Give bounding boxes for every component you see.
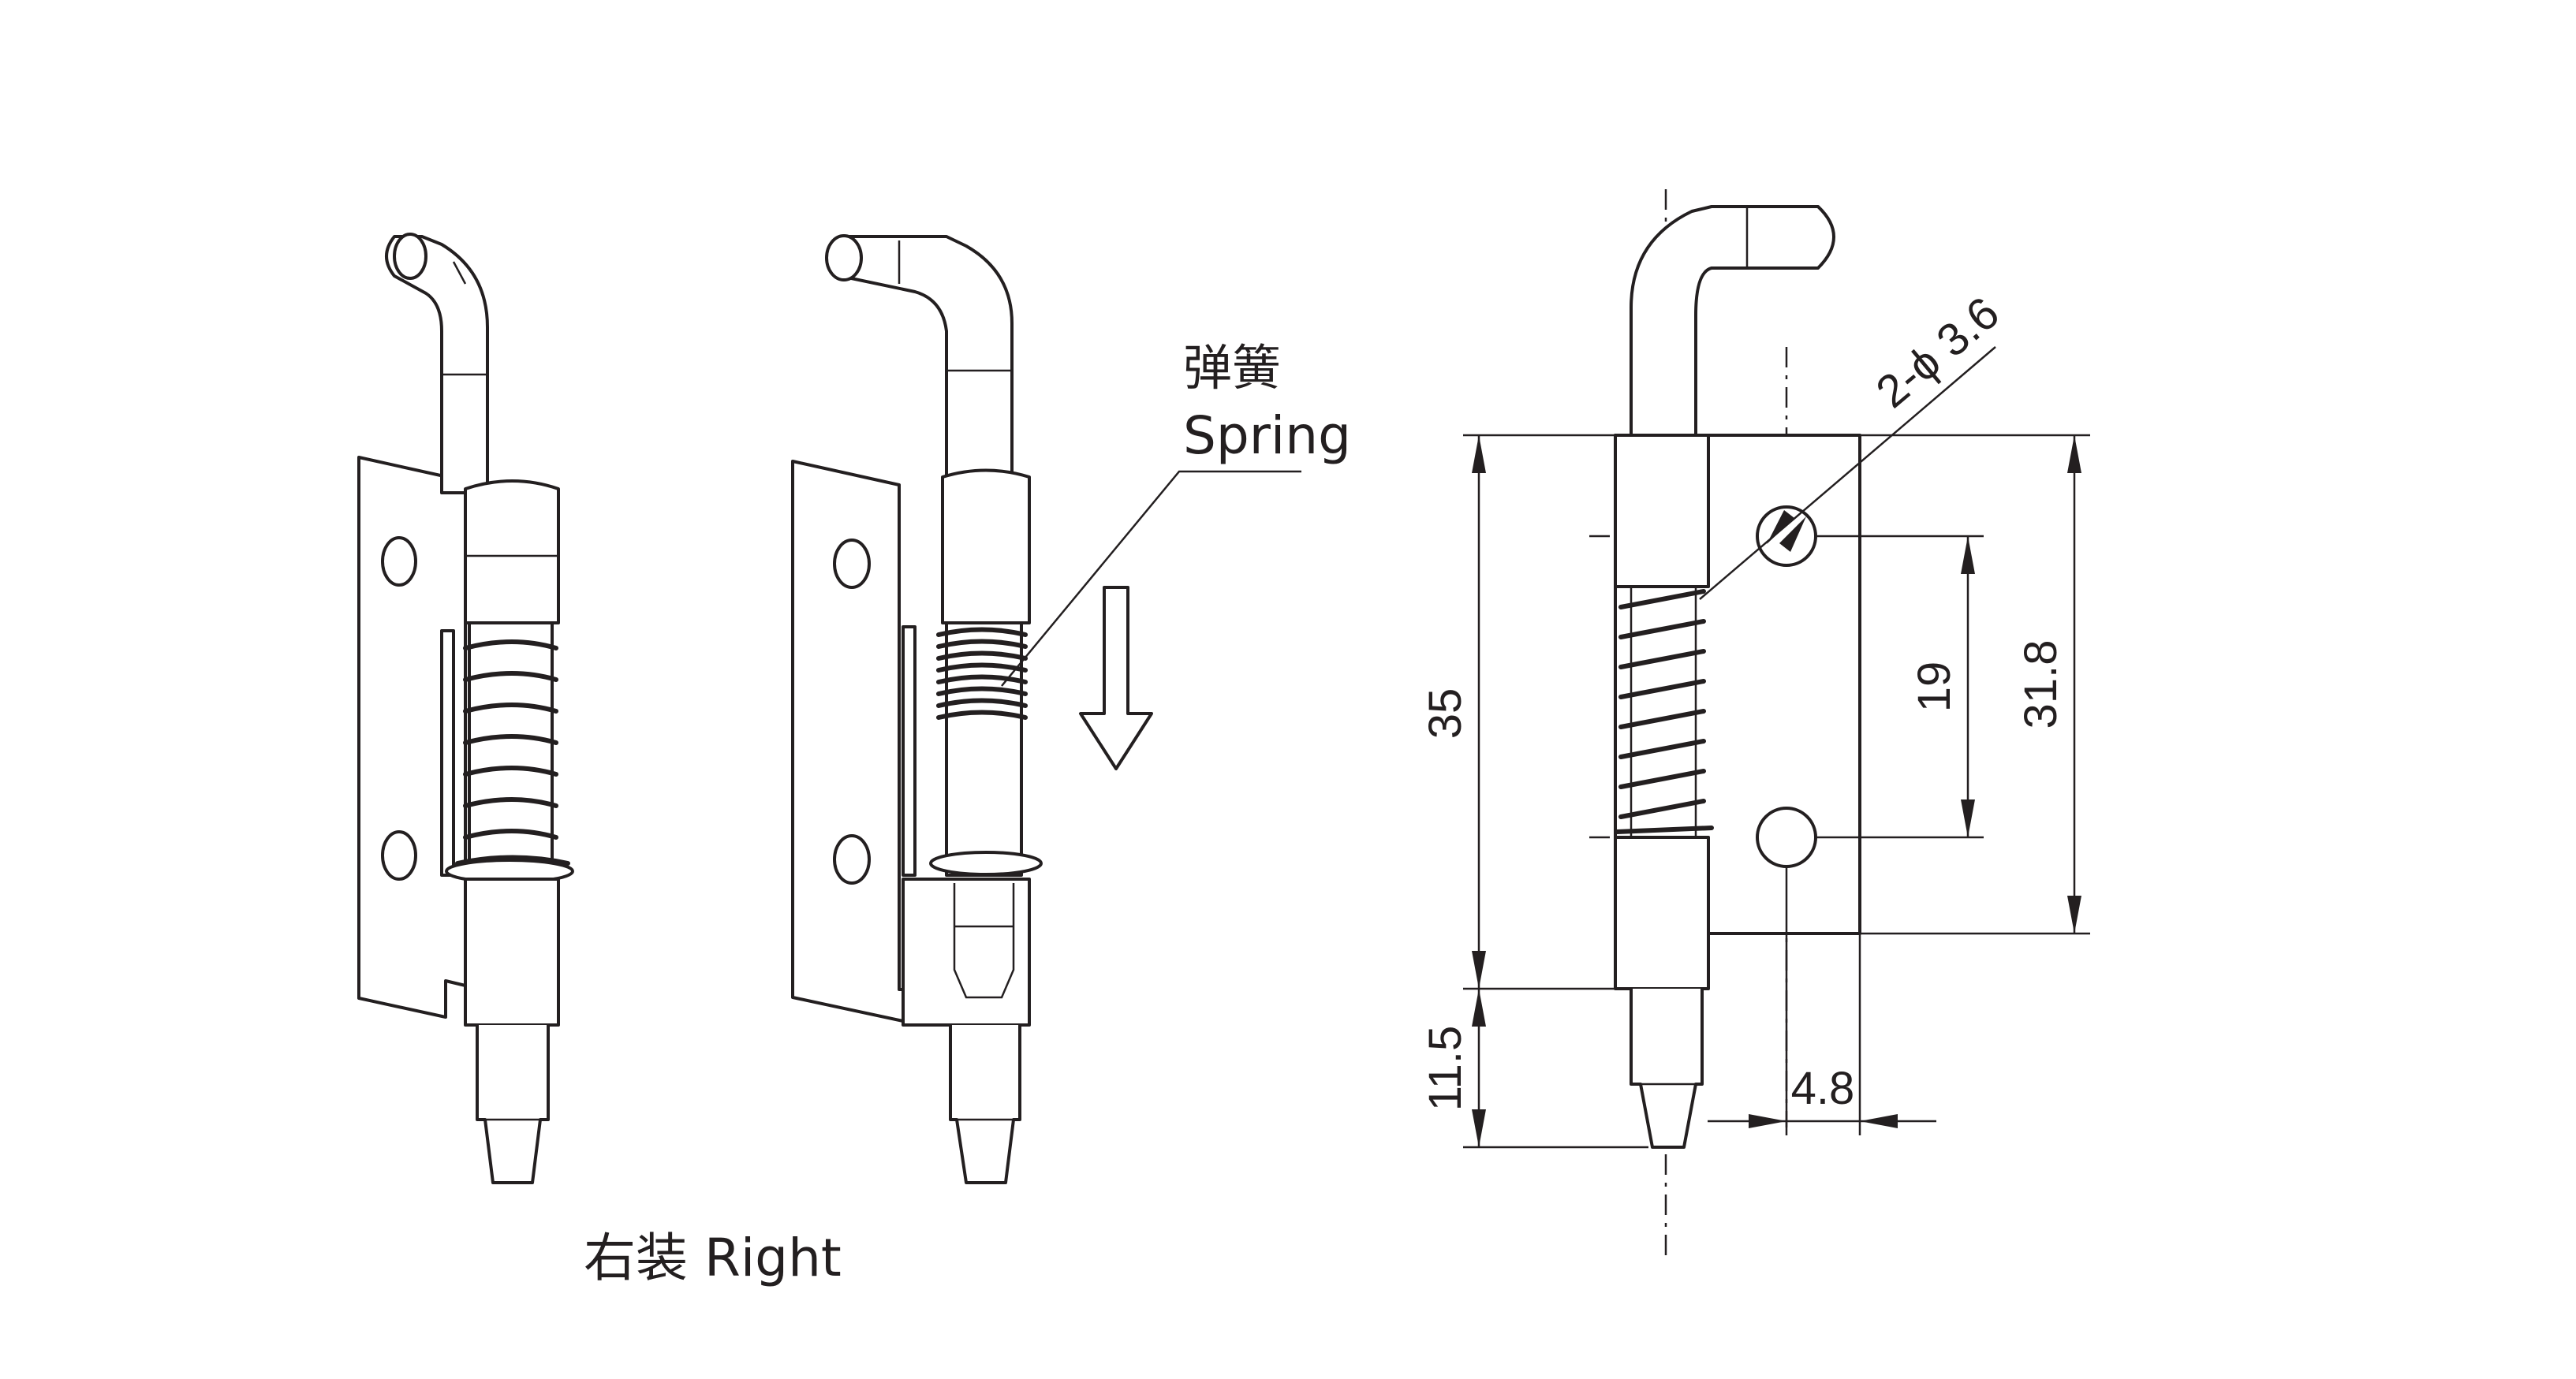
hinge-view-compressed: [791, 234, 1301, 1184]
caption-right-mount: 右装 Right: [584, 1228, 842, 1288]
pin-tip: [476, 1023, 550, 1184]
pin-handle-end: [393, 233, 427, 280]
spring-label-en: Spring: [1183, 405, 1351, 466]
pin-handle: [385, 235, 489, 494]
spring-callout-leader: [1001, 470, 1301, 687]
upper-knuckle: [464, 479, 560, 624]
hinge-front-view: [1589, 189, 1861, 1258]
spring-coils: [936, 627, 1028, 720]
pin-handle-end: [825, 234, 863, 281]
pin-tip: [1630, 987, 1704, 1149]
hole-diameter-leader: [1699, 346, 1996, 600]
mounting-hole-lower: [1756, 807, 1817, 868]
hinge-view-extended: [357, 233, 574, 1184]
spring-channel: [902, 625, 917, 877]
mounting-hole-lower: [833, 834, 871, 885]
dim-leaf-height: 31.8: [2015, 640, 2066, 729]
lower-knuckle: [902, 878, 1031, 1027]
lower-knuckle: [464, 878, 560, 1027]
upper-knuckle: [941, 468, 1031, 624]
inner-pin: [468, 621, 554, 869]
pin-handle: [831, 235, 1014, 479]
dim-hole-offset: 4.8: [1791, 1063, 1855, 1114]
inner-pin: [945, 621, 1023, 877]
upper-knuckle: [1614, 434, 1710, 588]
dim-hole-pitch: 19: [1909, 662, 1960, 713]
spring-channel: [440, 629, 455, 877]
dim-overall-height: 35: [1420, 688, 1471, 740]
pin-handle: [1630, 205, 1835, 437]
dim-hole-diameter: 2-ϕ 3.6: [1867, 287, 2009, 418]
spring-label-cn: 弹簧: [1183, 339, 1281, 397]
spring-coils: [1615, 589, 1714, 834]
mounting-hole-upper: [381, 536, 417, 587]
dim-pin-length: 11.5: [1420, 1026, 1471, 1112]
spring-washer: [929, 851, 1043, 876]
pin-tip: [949, 1023, 1021, 1184]
spring-coils: [455, 639, 570, 866]
mounting-hole-lower: [381, 830, 417, 881]
mounting-hole-upper: [833, 539, 871, 589]
dimension-lines: [1463, 346, 2090, 1149]
lower-knuckle: [1614, 836, 1710, 990]
compression-arrow: [1079, 586, 1153, 770]
